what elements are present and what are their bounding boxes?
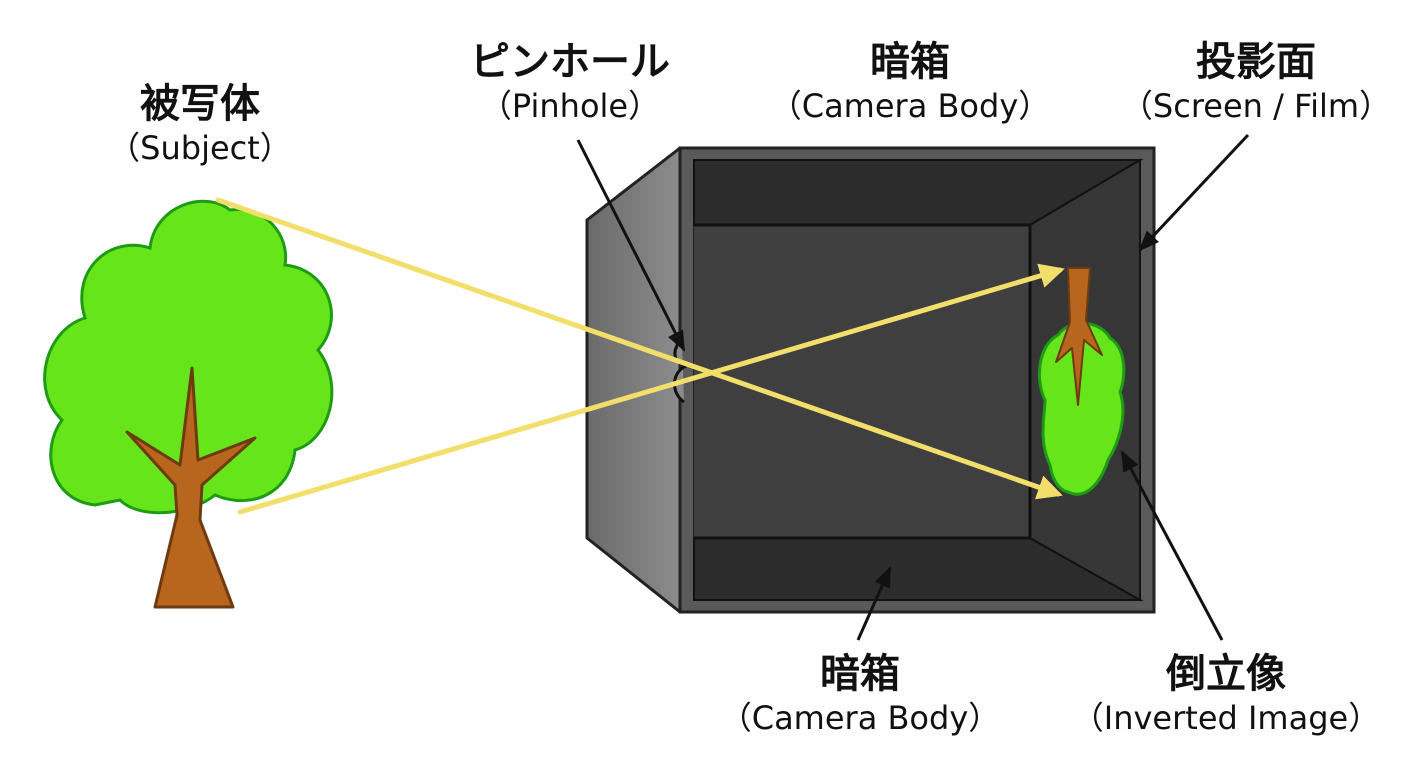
label-camera-body-top-jp: 暗箱 [870, 39, 950, 85]
light-ray-top [215, 197, 1063, 500]
label-screen: 投影面 （Screen / Film） [1108, 38, 1404, 126]
inverted-trunk [1055, 267, 1103, 406]
callout-arrows [576, 133, 1250, 641]
label-camera-body-bottom: 暗箱 （Camera Body） [700, 650, 1020, 738]
label-camera-body-top: 暗箱 （Camera Body） [760, 38, 1060, 126]
label-subject: 被写体 （Subject） [100, 80, 300, 168]
label-inverted-image: 倒立像 （Inverted Image） [1056, 650, 1396, 738]
label-pinhole-jp: ピンホール [470, 39, 670, 85]
inverted-foliage [1037, 321, 1126, 496]
label-camera-body-bottom-jp: 暗箱 [820, 651, 900, 697]
inverted-tree-image [1037, 267, 1126, 496]
pinhole-arrow [576, 139, 686, 352]
label-inverted-image-en: （Inverted Image） [1071, 699, 1381, 737]
label-screen-en: （Screen / Film） [1120, 87, 1392, 125]
label-camera-body-bottom-en: （Camera Body） [719, 699, 1001, 737]
camera-body-arrow [856, 566, 892, 641]
label-subject-en: （Subject） [108, 129, 292, 167]
screen-arrow [1138, 133, 1250, 252]
box-center-wall [694, 225, 1030, 538]
label-screen-jp: 投影面 [1196, 39, 1316, 85]
label-subject-jp: 被写体 [140, 81, 260, 127]
light-rays [215, 197, 1065, 515]
subject-tree [43, 199, 334, 609]
label-pinhole-en: （Pinhole） [479, 87, 661, 125]
label-camera-body-top-en: （Camera Body） [769, 87, 1051, 125]
tree-trunk [125, 366, 257, 609]
label-pinhole: ピンホール （Pinhole） [440, 38, 700, 126]
light-ray-bottom [237, 263, 1065, 515]
box-side-face [585, 146, 682, 614]
label-inverted-image-jp: 倒立像 [1166, 651, 1286, 697]
inverted-image-arrow [1120, 450, 1224, 641]
